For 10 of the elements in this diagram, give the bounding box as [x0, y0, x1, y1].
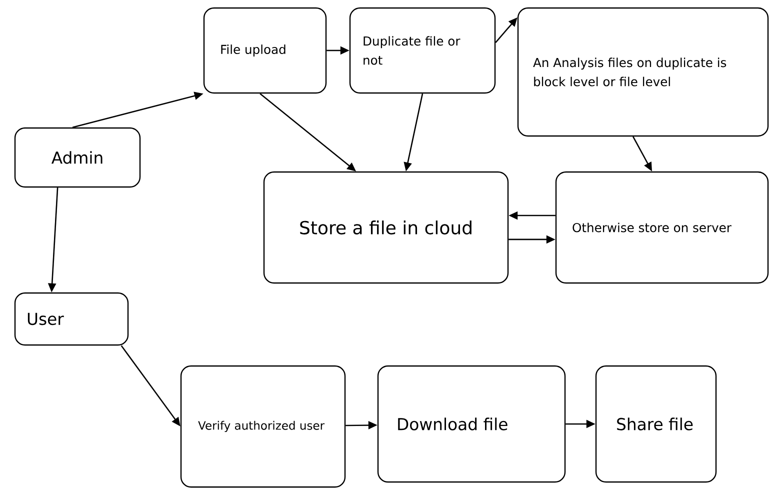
- process-box: User: [14, 292, 129, 346]
- process-box: Share file: [595, 365, 717, 483]
- process-box: Otherwise store on server: [555, 171, 769, 284]
- process-box: An Analysis files on duplicate is block level or file level: [517, 7, 769, 137]
- process-box: Verify authorized user: [180, 365, 346, 488]
- process-box: File upload: [203, 7, 327, 94]
- process-box: Duplicate file or not: [349, 7, 496, 94]
- process-box: Store a file in cloud: [263, 171, 509, 284]
- process-box: Admin: [14, 127, 141, 188]
- process-box: Download file: [377, 365, 566, 483]
